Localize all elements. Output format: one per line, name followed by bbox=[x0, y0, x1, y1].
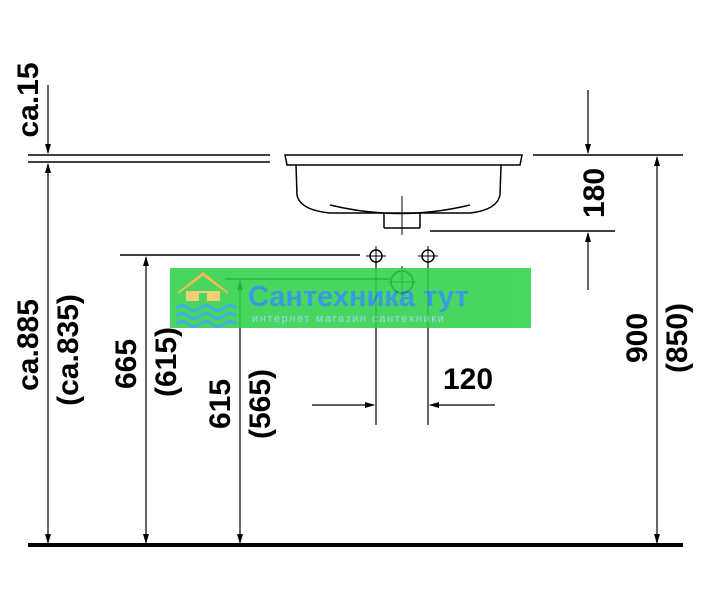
left-supply-height-label: 665 bbox=[110, 339, 143, 389]
watermark-title: Сантехника тут bbox=[248, 281, 469, 313]
left-supply-height-alt-label: (615) bbox=[150, 327, 183, 397]
sink-depth-label: 180 bbox=[578, 168, 611, 218]
countertop-lines bbox=[28, 154, 683, 163]
total-height-label: 900 bbox=[621, 313, 654, 363]
watermark-band bbox=[170, 268, 531, 328]
drain-height-label: 615 bbox=[204, 379, 237, 429]
total-height-alt-label: (850) bbox=[661, 303, 694, 373]
overflow-gap-label: ca.15 bbox=[12, 62, 45, 137]
drain-height-alt-label: (565) bbox=[244, 369, 277, 439]
counter-height-alt-label: (ca.835) bbox=[52, 294, 85, 406]
watermark-logo-icon bbox=[175, 272, 237, 328]
counter-height-label: ca.885 bbox=[12, 299, 45, 391]
basin-outline bbox=[284, 154, 523, 235]
watermark-subtitle: интернет магазин сантехники bbox=[252, 313, 445, 325]
watermark: Сантехника тут интернет магазин сантехни… bbox=[170, 268, 531, 328]
valve-spacing-label: 120 bbox=[443, 363, 493, 396]
